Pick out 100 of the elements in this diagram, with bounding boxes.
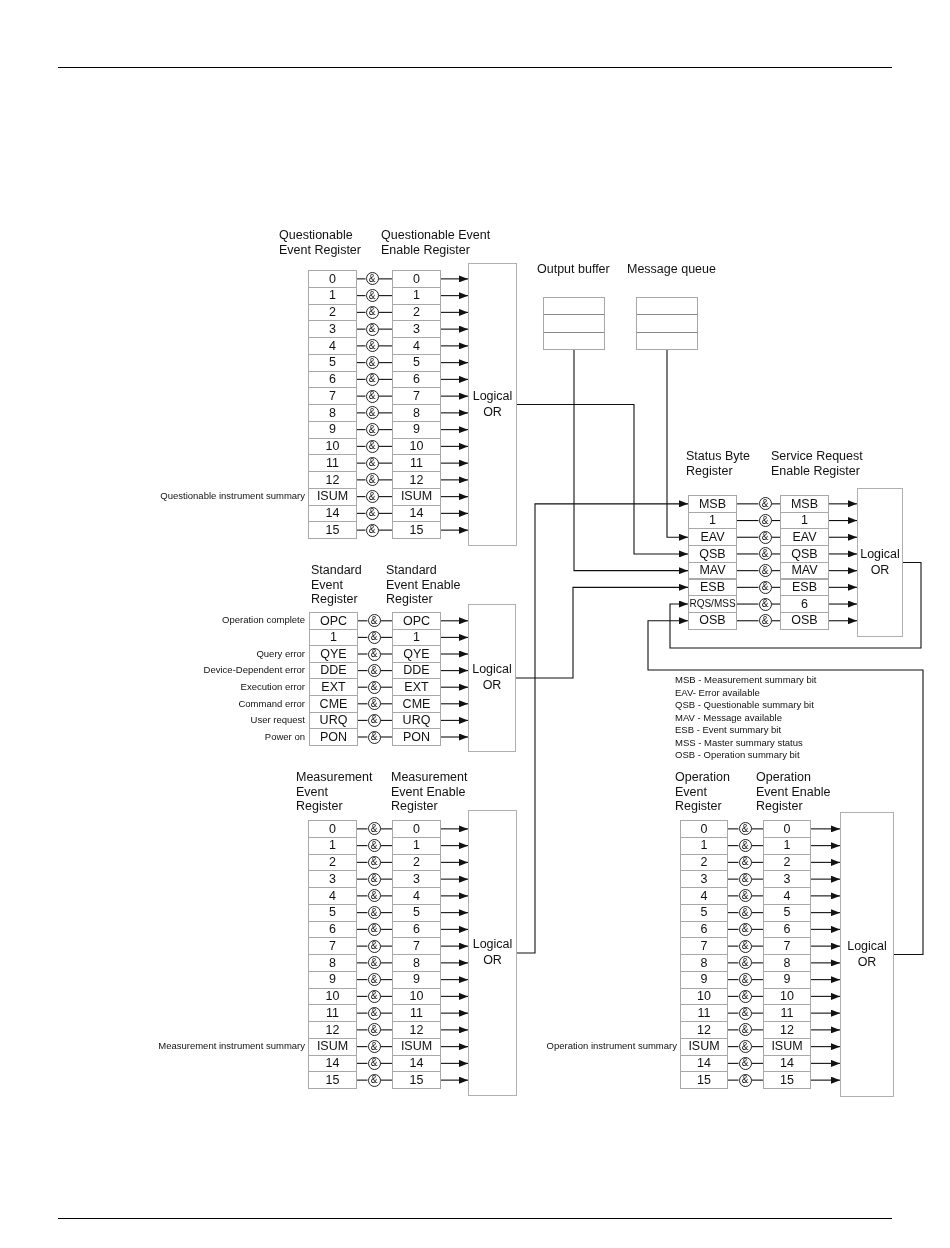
connector-line (750, 895, 764, 897)
bit-description: Operation complete (222, 614, 305, 626)
arrow (440, 426, 469, 434)
bit-description: Command error (238, 698, 305, 710)
register-cell: 3 (392, 870, 441, 888)
logic-or-block: Logical OR (468, 604, 516, 752)
arrow (810, 892, 841, 900)
buffer-title: Output buffer (537, 262, 610, 277)
register-cell: 12 (308, 471, 357, 489)
connector-line (356, 1012, 369, 1014)
bit-description: Questionable instrument summary (160, 490, 305, 502)
arrow (440, 650, 469, 658)
register-cell: 15 (392, 521, 441, 539)
connector-line (356, 979, 369, 981)
connector-line (379, 653, 393, 655)
register-cell: 4 (308, 337, 357, 355)
connector-line (356, 1062, 369, 1064)
connector-line (727, 895, 740, 897)
arrow (440, 667, 469, 675)
connector-line (736, 536, 760, 538)
register-cell: 7 (392, 387, 441, 405)
connector-line (770, 553, 781, 555)
arrow (515, 583, 689, 679)
register-cell: 11 (308, 1004, 357, 1022)
register-cell: EXT (309, 678, 358, 696)
register-cell: 7 (680, 937, 728, 955)
and-symbol: & (738, 855, 752, 869)
register-cell: 11 (680, 1004, 728, 1022)
and-symbol: & (738, 889, 752, 903)
arrow (440, 1009, 469, 1017)
connector-line (379, 736, 393, 738)
register-cell: 0 (308, 270, 357, 288)
register-cell: 12 (763, 1021, 811, 1039)
bit-description: Device-Dependent error (203, 664, 305, 676)
arrow (440, 716, 469, 724)
connector-line (379, 878, 393, 880)
connector-line (727, 928, 740, 930)
register-cell: 8 (763, 954, 811, 972)
arrow (440, 509, 469, 517)
register-cell: 3 (680, 870, 728, 888)
register-cell: QSB (688, 545, 737, 563)
connector-line (356, 311, 367, 313)
arrow (828, 533, 858, 541)
connector-line (357, 736, 369, 738)
register-heading: Questionable Event Enable Register (381, 228, 492, 257)
connector-line (377, 328, 393, 330)
connector-line (750, 1029, 764, 1031)
register-heading: Operation Event Register (675, 770, 731, 814)
register-heading: Standard Event Register (311, 563, 363, 607)
connector-line (727, 1062, 740, 1064)
arrow (440, 959, 469, 967)
connector-line (379, 962, 393, 964)
register-cell: EAV (780, 528, 829, 547)
connector-line (727, 1029, 740, 1031)
and-symbol: & (738, 1073, 752, 1087)
and-symbol: & (758, 564, 772, 578)
register-heading: Standard Event Enable Register (386, 563, 462, 607)
register-heading: Operation Event Enable Register (756, 770, 832, 814)
connector-line (727, 1012, 740, 1014)
arrow (440, 858, 469, 866)
connector-line (727, 878, 740, 880)
arrow (810, 1026, 841, 1034)
connector-line (736, 520, 760, 522)
connector-line (356, 1029, 369, 1031)
connector-line (357, 653, 369, 655)
connector-line (379, 828, 393, 830)
arrow (440, 925, 469, 933)
arrow (440, 892, 469, 900)
bit-description: User request (250, 714, 305, 726)
connector-line (356, 1046, 369, 1048)
and-symbol: & (365, 272, 379, 286)
connector-line (736, 570, 760, 572)
and-symbol: & (365, 322, 379, 336)
register-cell: 0 (680, 820, 728, 838)
register-cell: 3 (763, 870, 811, 888)
and-symbol: & (365, 456, 379, 470)
connector-line (356, 962, 369, 964)
register-heading: Status Byte Register (686, 449, 751, 478)
arrow (516, 403, 689, 558)
connector-line (356, 895, 369, 897)
arrow (828, 517, 858, 525)
register-cell: 12 (392, 471, 441, 489)
connector-line (356, 995, 369, 997)
and-symbol: & (367, 872, 381, 886)
arrow (440, 375, 469, 383)
and-symbol: & (367, 956, 381, 970)
and-symbol: & (365, 423, 379, 437)
register-cell: 8 (392, 954, 441, 972)
connector-line (356, 1079, 369, 1081)
connector-line (750, 1012, 764, 1014)
register-cell: QYE (309, 645, 358, 663)
abbreviation-note: OSB - Operation summary bit (675, 749, 800, 761)
and-symbol: & (758, 530, 772, 544)
arrow (440, 442, 469, 450)
connector-line (377, 395, 393, 397)
connector-line (770, 503, 781, 505)
arrow (440, 476, 469, 484)
connector-line (377, 462, 393, 464)
and-symbol: & (738, 1006, 752, 1020)
register-heading: Questionable Event Register (279, 228, 362, 257)
